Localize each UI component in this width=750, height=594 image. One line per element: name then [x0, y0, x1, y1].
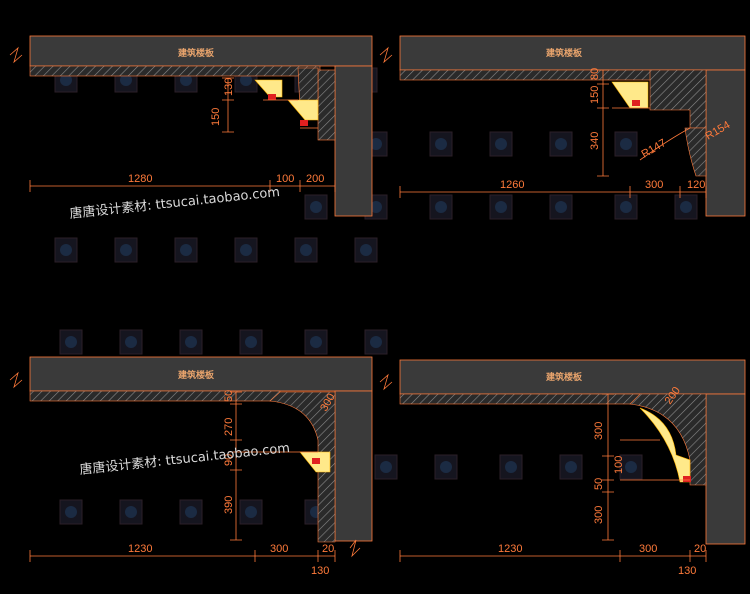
floor-slab — [29, 356, 373, 392]
break-symbol — [9, 46, 23, 64]
vertical-dimension — [230, 391, 242, 541]
vertical-dimension — [597, 69, 609, 177]
dim-80: 80 — [589, 68, 601, 80]
dim-300: 300 — [639, 543, 657, 555]
dim-300-bottom: 300 — [593, 506, 605, 524]
lamp-2 — [300, 120, 308, 126]
dim-20: 20 — [322, 543, 334, 555]
bottom-dimension — [399, 186, 707, 198]
break-symbol — [379, 373, 393, 391]
dim-1260: 1260 — [500, 179, 524, 191]
ceiling-drop — [317, 69, 336, 141]
curved-bulkhead — [629, 393, 707, 486]
wall-column — [334, 390, 373, 542]
dim-20: 20 — [694, 543, 706, 555]
curved-edge — [684, 127, 707, 177]
floor-slab — [29, 35, 373, 67]
slab-label: 建筑楼板 — [178, 47, 215, 59]
slab-label: 建筑楼板 — [546, 371, 583, 383]
cove-light — [611, 81, 649, 109]
dim-r147: R147 — [640, 137, 669, 161]
dim-130: 130 — [678, 565, 696, 577]
dim-300: 300 — [270, 543, 288, 555]
watermark-top: 唐唐设计素材: ttsucai.taobao.com — [69, 184, 281, 222]
lamp-1 — [268, 94, 276, 100]
lamp — [683, 476, 691, 482]
dim-270: 270 — [223, 418, 235, 436]
dim-390: 390 — [223, 496, 235, 514]
panel-2: 建筑楼板 80 150 340 R147 R154 1260 300 120 — [379, 35, 746, 217]
dim-200: 200 — [306, 173, 324, 185]
dim-1280: 1280 — [128, 173, 152, 185]
dim-1230: 1230 — [498, 543, 522, 555]
dim-300: 300 — [645, 179, 663, 191]
panel-3: 建筑楼板 50 270 90 390 300 1230 300 20 130 — [9, 356, 373, 577]
dim-150: 150 — [210, 108, 222, 126]
break-symbol — [9, 371, 23, 389]
dim-150: 150 — [589, 86, 601, 104]
slab-label: 建筑楼板 — [546, 47, 583, 59]
dim-1230: 1230 — [128, 543, 152, 555]
panel-1: 建筑楼板 130 150 1280 100 200 — [9, 35, 373, 217]
lamp — [312, 458, 320, 464]
ceiling-board — [29, 390, 281, 402]
dim-130: 130 — [223, 78, 235, 96]
dim-50: 50 — [223, 390, 235, 402]
profile-lines — [263, 99, 318, 129]
cove-light-1 — [254, 79, 283, 98]
slab-label: 建筑楼板 — [178, 369, 215, 381]
wall-column — [334, 65, 373, 217]
dim-50: 50 — [593, 478, 605, 490]
watermark-bottom: 唐唐设计素材: ttsucai.taobao.com — [79, 440, 291, 478]
dim-100: 100 — [613, 456, 625, 474]
bottom-dimension — [399, 550, 707, 562]
dim-120: 120 — [687, 179, 705, 191]
dim-300-top: 300 — [593, 422, 605, 440]
vertical-dimension — [602, 393, 614, 541]
ceiling-board — [399, 393, 641, 405]
dim-340: 340 — [589, 132, 601, 150]
break-symbol-right — [349, 539, 361, 558]
bottom-dimension — [29, 550, 336, 562]
profile-lines — [612, 107, 691, 161]
panel-4: 建筑楼板 300 100 50 300 200 1230 300 20 130 — [379, 359, 746, 577]
cove-box — [649, 69, 707, 129]
lamp — [632, 100, 640, 106]
dim-130: 130 — [311, 565, 329, 577]
bottom-dimension — [29, 180, 336, 192]
dim-100: 100 — [276, 173, 294, 185]
dim-90: 90 — [223, 454, 235, 466]
floor-slab — [399, 35, 746, 71]
wall-column — [705, 69, 746, 217]
ceiling-board — [29, 65, 321, 77]
curved-bulkhead — [269, 391, 336, 543]
floor-slab — [399, 359, 746, 395]
vertical-dimension — [222, 77, 234, 133]
cove-light-2 — [287, 99, 319, 121]
wall-column — [705, 393, 746, 545]
break-symbol — [379, 46, 393, 64]
profile-lines — [620, 439, 690, 481]
